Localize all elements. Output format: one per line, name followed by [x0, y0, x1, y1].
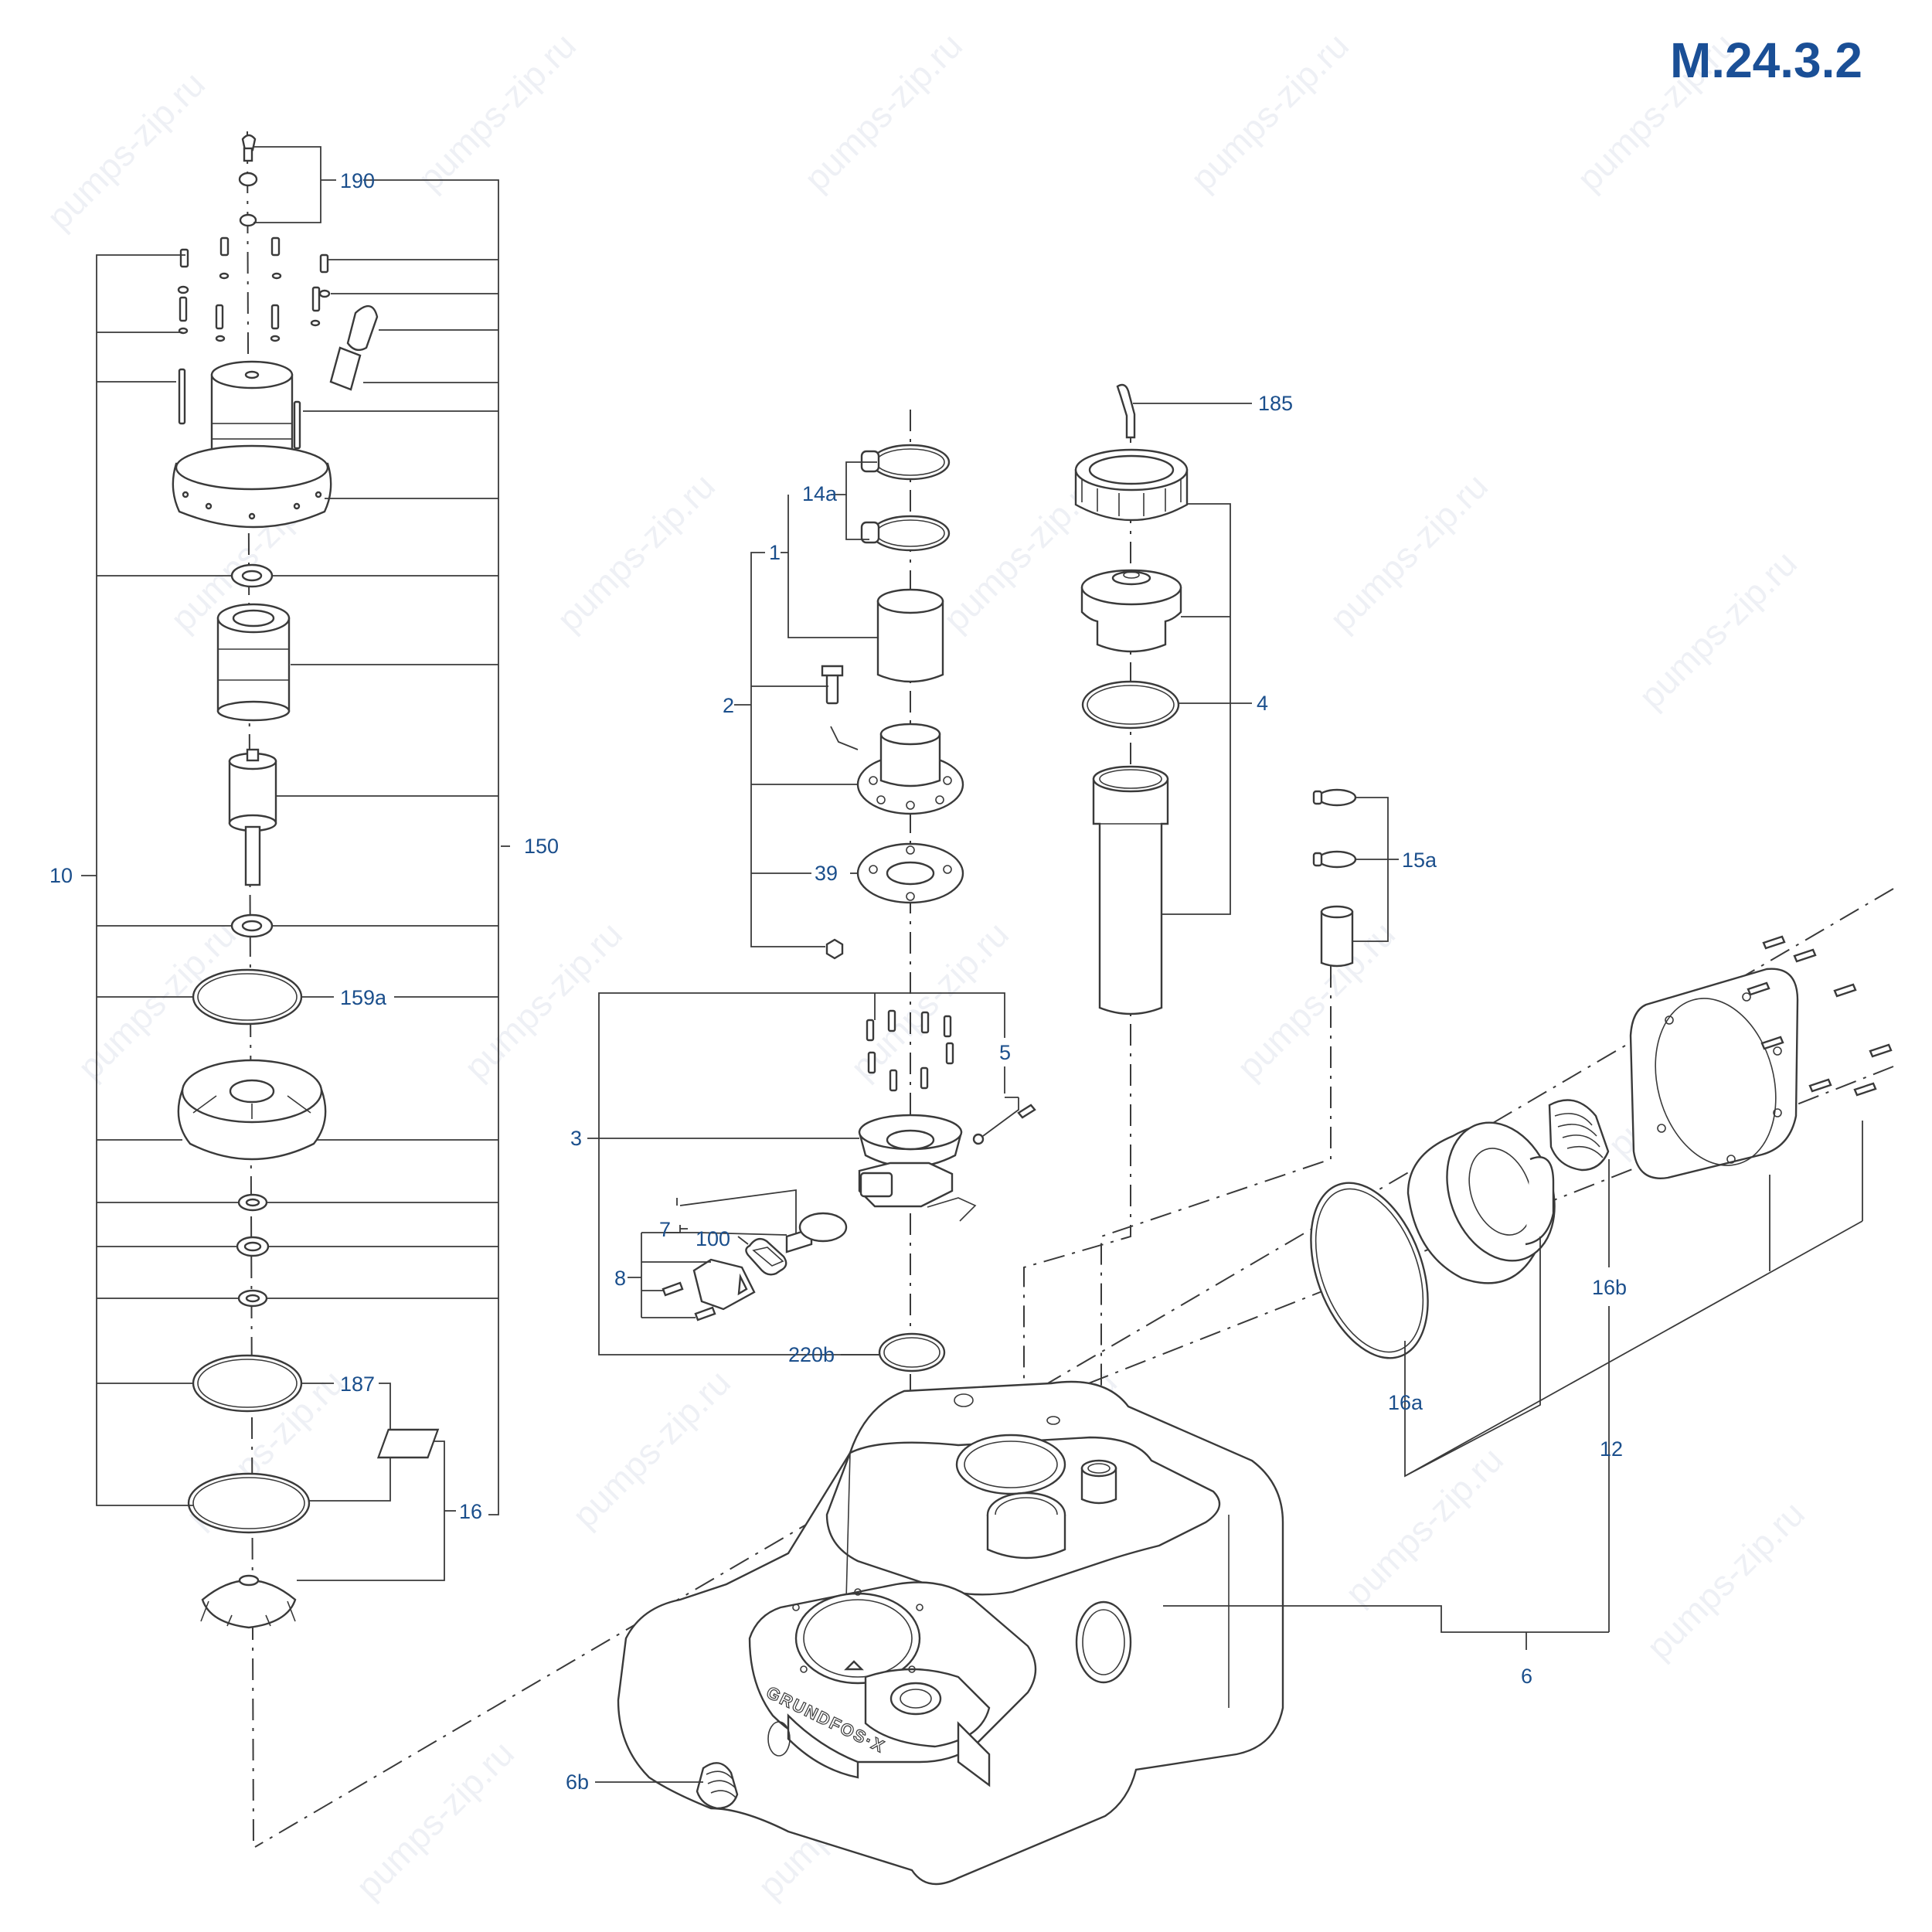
callout-15a: 15a — [1402, 849, 1437, 872]
pump-chamber-opening — [794, 1592, 921, 1685]
inlet-parts — [1310, 935, 1893, 1359]
cable-gland — [346, 305, 379, 352]
gasket-187 — [192, 1354, 303, 1413]
small-hose-clamp — [1317, 850, 1357, 869]
side-inlet — [1075, 1600, 1132, 1684]
callout-100: 100 — [696, 1227, 730, 1250]
center-column-leaders — [587, 461, 1019, 1355]
outlet-opening — [955, 1434, 1066, 1495]
rubber-sleeve — [876, 600, 944, 683]
wear-plate — [187, 1472, 311, 1534]
callout-12: 12 — [1600, 1437, 1623, 1461]
cover-screw — [662, 1281, 684, 1297]
callout-185: 185 — [1258, 392, 1293, 415]
motor-column-leaders — [81, 146, 510, 1581]
o-ring-220b — [878, 1332, 946, 1372]
level-column-leaders — [1133, 403, 1252, 915]
hose-clamp — [870, 444, 951, 481]
o-ring-159a — [192, 968, 303, 1026]
callout-150: 150 — [524, 835, 559, 858]
vent-hose — [1116, 383, 1136, 439]
impeller — [201, 1579, 297, 1629]
cover-screw — [694, 1306, 716, 1321]
housing-leader — [1163, 1605, 1526, 1633]
callout-10: 10 — [49, 864, 73, 887]
center-column-parts — [662, 444, 1036, 1372]
watermark-text: pumps-zip.ru — [549, 465, 723, 639]
housing-label-plate — [376, 1428, 440, 1459]
watermark-text: pumps-zip.ru — [348, 1733, 522, 1906]
watermark-text: pumps-zip.ru — [456, 913, 630, 1087]
pump-housing: GRUNDFOS·X — [376, 1380, 1284, 1886]
nut — [238, 172, 258, 187]
inspection-cover — [692, 1258, 756, 1311]
callout-187: 187 — [340, 1372, 375, 1396]
callout-16a: 16a — [1388, 1391, 1423, 1414]
vent-boss — [1080, 1467, 1117, 1505]
vent-parts — [1312, 788, 1357, 968]
callout-7: 7 — [659, 1218, 671, 1241]
callout-16: 16 — [459, 1500, 482, 1523]
watermark-text: pumps-zip.ru — [1182, 25, 1356, 199]
watermark-text: pumps-zip.ru — [1638, 1493, 1812, 1667]
watermark-text: pumps-zip.ru — [39, 63, 213, 237]
watermark-text: pumps-zip.ru — [410, 25, 583, 199]
level-o-ring — [1081, 680, 1180, 730]
watermark-text: pumps-zip.ru — [1321, 465, 1495, 639]
flange-bolt — [825, 671, 839, 705]
flange-pipe — [879, 733, 941, 787]
callout-4: 4 — [1257, 692, 1268, 715]
cover-screws — [177, 236, 331, 450]
callout-2: 2 — [723, 694, 734, 717]
watermark-text: pumps-zip.ru — [1631, 543, 1804, 716]
callout-1: 1 — [769, 541, 781, 564]
watermark-text: pumps-zip.ru — [796, 25, 970, 199]
callout-8: 8 — [614, 1267, 626, 1290]
small-hose-clamp — [1317, 788, 1357, 807]
small-sleeve — [1320, 910, 1354, 968]
valve-screws — [866, 1009, 1036, 1145]
callout-190: 190 — [340, 169, 375, 192]
watermark-text: pumps-zip.ru — [1229, 913, 1403, 1087]
callout-39: 39 — [815, 862, 838, 885]
motor-column-parts — [172, 134, 379, 1629]
callout-5: 5 — [999, 1041, 1011, 1064]
inlet-gasket — [1310, 1182, 1429, 1359]
callout-6b: 6b — [566, 1770, 589, 1794]
callout-6: 6 — [1521, 1665, 1532, 1688]
rotor — [228, 760, 277, 825]
drawing-title: M.24.3.2 — [1670, 32, 1862, 88]
drain-opening — [889, 1682, 942, 1716]
callout-16b: 16b — [1592, 1276, 1627, 1299]
hex-nut — [825, 938, 844, 960]
level-column-parts — [1074, 383, 1189, 1015]
callout-3: 3 — [570, 1127, 582, 1150]
hose-clamp — [870, 515, 951, 552]
eye-bolt — [241, 134, 257, 151]
watermark-text: pumps-zip.ru — [564, 1362, 738, 1536]
callout-14a: 14a — [802, 482, 838, 505]
shaft — [244, 825, 261, 886]
level-tube — [1092, 771, 1169, 1015]
flap-o-ring — [745, 1237, 787, 1276]
callout-220b: 220b — [788, 1343, 835, 1366]
callout-159a: 159a — [340, 986, 387, 1009]
vent-leaders — [1352, 797, 1399, 942]
o-ring-small — [239, 213, 257, 227]
inlet-leaders — [1404, 1121, 1863, 1632]
